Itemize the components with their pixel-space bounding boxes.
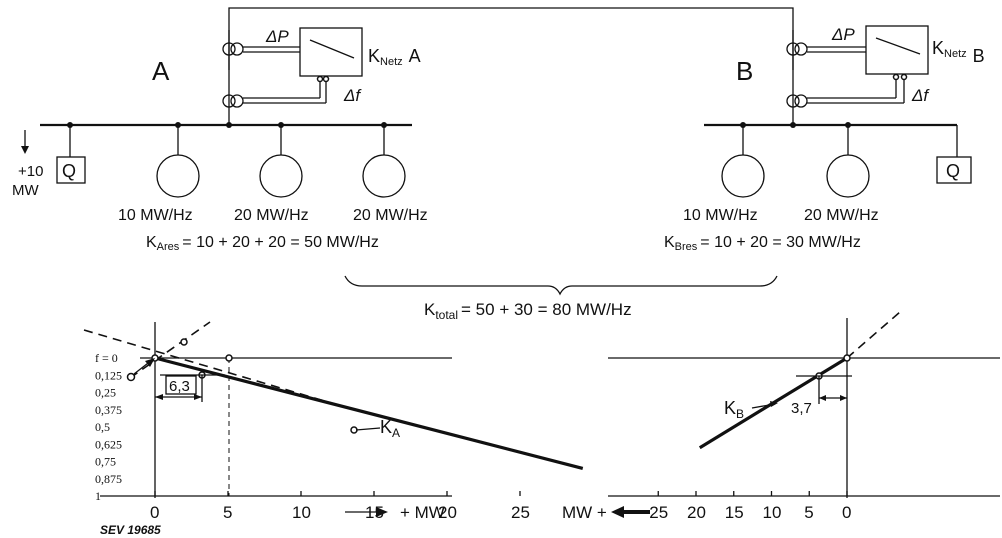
current-transformer-a-top (222, 42, 300, 56)
network-b-label: B (736, 56, 753, 86)
load-b-box (936, 156, 972, 184)
generator-b2 (826, 125, 870, 198)
chart-b-x-arrow-label: MW + (562, 503, 607, 522)
k-total-equation: Ktotal= 50 + 30 = 80 MW/Hz (424, 300, 632, 322)
current-transformer-a-bottom (222, 80, 327, 108)
chart-a-y-tick-label: 0,75 (95, 455, 116, 469)
load-a-arrow (21, 130, 29, 154)
generator-a3-rating: 20 MW/Hz (353, 207, 428, 224)
chart-b-x-tick-label: 0 (842, 503, 851, 522)
total-brace (344, 275, 778, 296)
dp-label-b: ΔP (831, 25, 855, 44)
load-a-label: Q (62, 161, 76, 181)
figure-code: SEV 19685 (100, 523, 161, 537)
generator-b2-rating: 20 MW/Hz (804, 207, 879, 224)
controller-b-box (865, 25, 929, 81)
chart-a-x-tick-label: 25 (511, 503, 530, 522)
chart-b-point-origin (843, 354, 851, 362)
chart-a-ka-leader (355, 427, 381, 431)
chart-b-x-tick-label: 5 (804, 503, 813, 522)
load-b-label: Q (946, 161, 960, 181)
chart-a-dimension (155, 374, 225, 402)
chart-a-y-ticks: f = 0 0,125 0,25 0,375 0,5 0,625 0,75 0,875 1 (95, 351, 122, 503)
interconnection-line (228, 7, 794, 70)
chart-a-x-tick-label: 10 (292, 503, 311, 522)
df-label-b: Δf (911, 86, 930, 105)
chart-a-y-tick-label: 0,5 (95, 420, 110, 434)
network-a-label: A (152, 56, 170, 86)
chart-a-y-tick-label: 1 (95, 489, 101, 503)
chart-b-kb-label: KB (724, 398, 744, 421)
chart-a-ka-label: KA (380, 417, 400, 440)
chart-a-point-10 (225, 354, 233, 362)
chart-a: f = 0 0,125 0,25 0,375 0,5 0,625 0,75 0,875 1 0 5… (83, 321, 584, 522)
chart-a-x-tick-label: 20 (438, 503, 457, 522)
current-transformer-b-bottom (786, 78, 905, 108)
k-bres-equation: KBres= 10 + 20 = 30 MW/Hz (664, 234, 861, 253)
chart-b-x-arrow (611, 506, 650, 518)
generator-a1-rating: 10 MW/Hz (118, 207, 193, 224)
chart-a-y-tick-label: 0,625 (95, 437, 122, 451)
chart-b-dim-label: 3,7 (791, 400, 812, 417)
chart-a-y-tick-label: 0,875 (95, 472, 122, 486)
chart-b-x-ticks: 25 20 15 10 5 0 (649, 491, 851, 522)
generator-a1 (156, 125, 200, 198)
chart-b-x-tick-label: 25 (649, 503, 668, 522)
chart-b-dashed-extension (846, 311, 901, 359)
generator-a2-rating: 20 MW/Hz (234, 207, 309, 224)
chart-b: 25 20 15 10 5 0 3,7 KB MW + (562, 311, 1000, 522)
chart-a-series-ka (154, 356, 584, 470)
generator-b1 (721, 125, 765, 198)
chart-a-point-steep (180, 338, 188, 346)
chart-a-y-tick-label: 0,125 (95, 368, 122, 382)
chart-a-x-tick-label: 5 (223, 503, 232, 522)
current-transformer-b-top (786, 42, 866, 56)
chart-a-dim-label: 6,3 (169, 378, 190, 395)
chart-a-x-arrow (345, 507, 388, 517)
load-a-unit: MW (12, 182, 39, 199)
chart-b-dimension (796, 375, 852, 404)
chart-a-x-arrow-label: + MW (400, 503, 445, 522)
chart-a-arrow-head (145, 358, 155, 367)
dp-label-a: ΔP (265, 27, 289, 46)
chart-a-y-tick-label: f = 0 (95, 351, 118, 365)
chart-a-y-tick-label: 0,25 (95, 386, 116, 400)
chart-a-y-tick-label: 0,375 (95, 403, 122, 417)
load-a-value: +10 (18, 163, 43, 180)
chart-a-point-left (126, 372, 136, 382)
chart-b-x-tick-label: 10 (763, 503, 782, 522)
chart-b-x-tick-label: 20 (687, 503, 706, 522)
k-ares-equation: KAres= 10 + 20 + 20 = 50 MW/Hz (146, 234, 379, 253)
chart-a-dashed-steep-line (129, 321, 211, 379)
df-label-a: Δf (343, 86, 362, 105)
chart-b-x-tick-label: 15 (725, 503, 744, 522)
load-a-box (56, 156, 86, 184)
chart-b-kb-leader-head (770, 401, 778, 407)
generator-a2 (259, 125, 303, 198)
generator-b1-rating: 10 MW/Hz (683, 207, 758, 224)
generator-a3 (362, 125, 406, 198)
bus-taps-b (740, 122, 851, 128)
chart-a-x-tick-label: 0 (150, 503, 159, 522)
controller-a-box (299, 27, 363, 83)
